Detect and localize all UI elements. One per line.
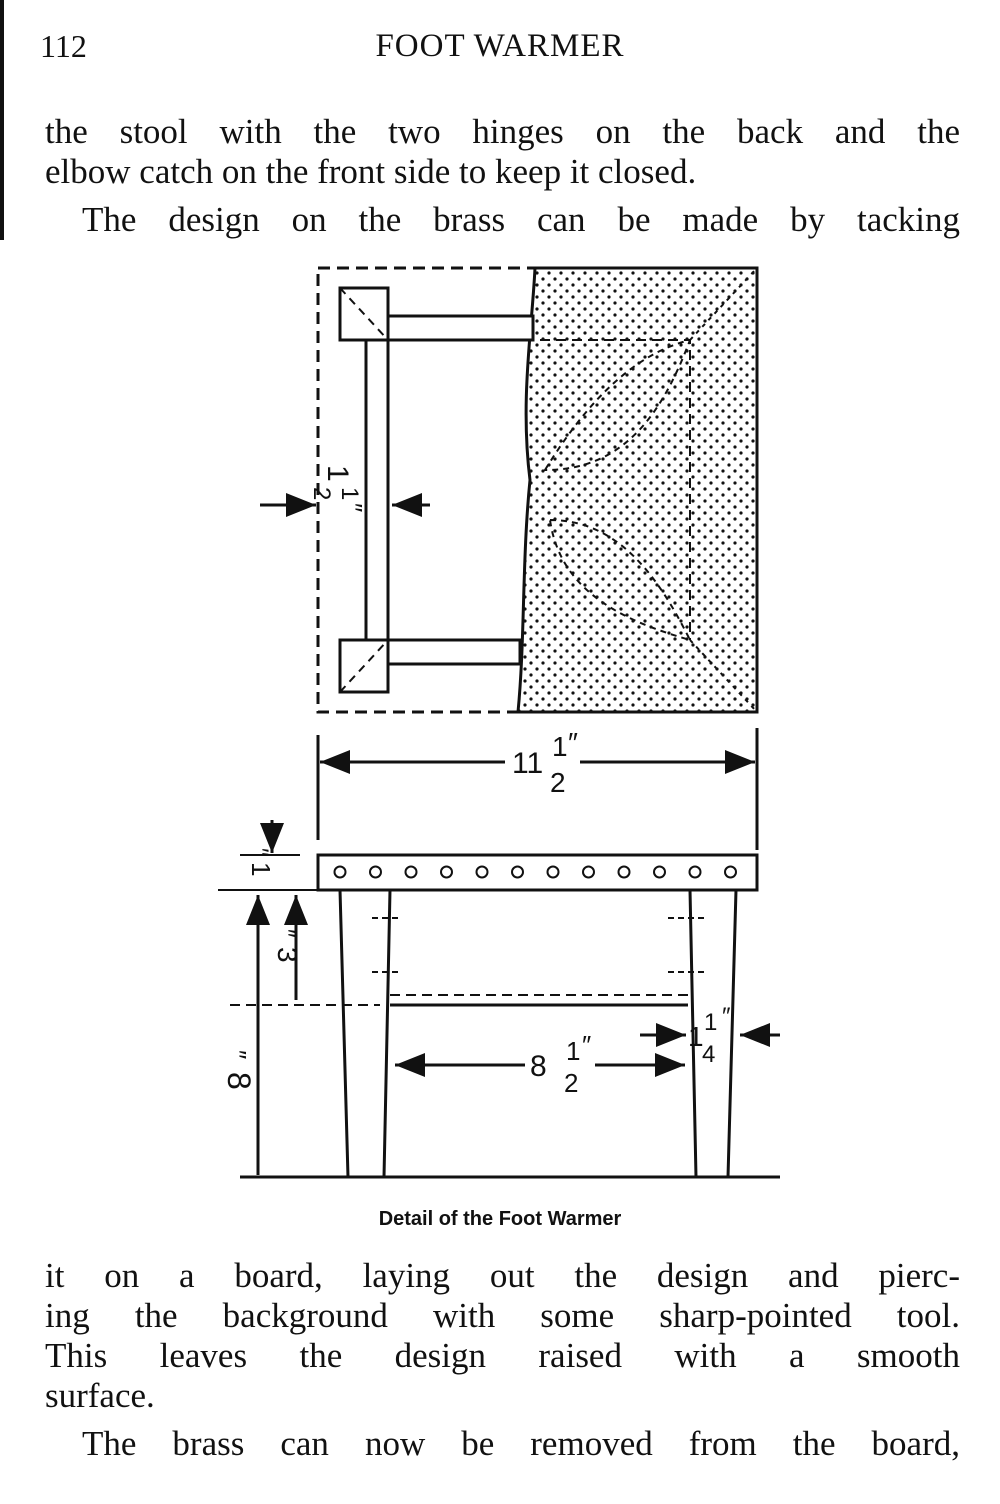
dim-whole: 1 [321,465,354,482]
dim-rail-drop: 3 ″ [272,929,303,963]
text-line: surface. [45,1376,155,1415]
dim-denominator: 2 [550,767,566,798]
top-view [260,266,759,714]
dim-numerator: 1 [552,731,568,762]
dim-rail-width: 1 1 2 ″ [308,465,368,512]
dim-whole: 11 [512,747,543,780]
dim-numerator: 1 [704,1009,717,1036]
dim-overall-length: 11 1 2 ″ [512,727,578,798]
dim-mark: ″ [722,1003,731,1030]
dim-mark: ″ [568,727,578,758]
text-line: ing the background with some sharp-point… [45,1296,960,1335]
dim-whole: 8 [530,1050,547,1083]
nail-hole [724,865,737,879]
dim-top-thickness: 1 ″ [246,848,276,876]
dim-mark: ″ [338,503,368,512]
dim-inner-span: 8 1 2 ″ [530,1030,591,1098]
nail-hole [440,865,453,879]
dim-whole: 1 [688,1021,704,1052]
dim-denominator: 2 [308,487,335,500]
nail-hole [475,865,489,879]
dim-denominator: 2 [564,1068,578,1098]
page-number: 112 [40,28,87,64]
nail-hole [546,865,560,879]
dim-numerator: 1 [336,487,363,500]
dim-whole: 3 [272,947,303,963]
figure-caption: Detail of the Foot Warmer [378,1208,622,1230]
dim-numerator: 1 [566,1036,580,1066]
running-title: FOOT WARMER [375,28,625,64]
nail-hole [688,865,702,879]
nail-hole [582,865,595,879]
nail-hole [404,865,418,879]
text-line: The brass can now be removed from the bo… [82,1424,960,1463]
nail-hole [333,865,347,879]
dim-mark: ″ [222,1050,252,1059]
dim-mark: ″ [582,1030,591,1060]
text-line: The design on the brass can be made by t… [82,200,960,239]
nail-hole [511,865,524,879]
nail-hole [653,865,666,879]
dim-leg-width: 1 1 4 ″ [688,1003,731,1068]
dim-height: 8 ″ [221,1050,257,1090]
dim-whole: 1 [246,862,276,876]
nail-hole [369,865,382,879]
dim-whole: 8 [221,1072,257,1090]
text-line: This leaves the design raised with a smo… [45,1336,960,1375]
dim-mark: ″ [246,848,273,857]
dim-mark: ″ [272,929,299,938]
text-line: it on a board, laying out the design and… [45,1256,960,1295]
length-dimension [316,728,759,850]
nail-hole [617,865,631,879]
text-line: elbow catch on the front side to keep it… [45,152,697,191]
front-view [218,820,780,1179]
dim-denominator: 4 [702,1041,715,1068]
page-edge [0,0,4,240]
text-line: the stool with the two hinges on the bac… [45,112,960,151]
